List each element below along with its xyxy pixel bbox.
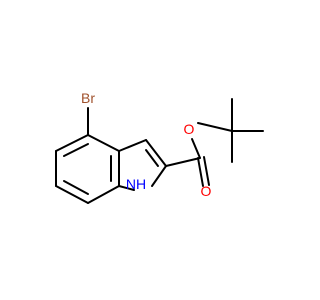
bond-c2-n1: [151, 165, 167, 187]
bond-c4-c5: [55, 134, 89, 152]
molecule-structure: Br NH O O: [55, 90, 264, 204]
bond-c6-c7: [55, 185, 89, 204]
bond-c3a-c3: [118, 139, 147, 152]
bond-set: [55, 98, 264, 204]
bond-c4-c5-inner: [63, 143, 89, 157]
atom-o-ether-label: O: [184, 121, 195, 137]
bond-carbonyl-double-b: [203, 156, 210, 186]
bond-oether-cq: [197, 122, 233, 132]
bond-c3-c2: [145, 139, 167, 167]
bond-c6-c7-inner: [63, 180, 89, 195]
bond-c4-c3a: [87, 134, 120, 152]
bond-carbonyl-double-a: [197, 157, 204, 187]
bond-c3-c2-inner: [145, 149, 159, 167]
atom-o-carbonyl-label: O: [201, 183, 212, 199]
atom-br-label: Br: [81, 90, 95, 106]
bond-ccarbonyl-oether: [191, 138, 201, 159]
bond-c7-c7a: [87, 185, 120, 204]
atom-nh-label: NH: [126, 176, 146, 192]
atom-labels: Br NH O O: [81, 90, 212, 199]
bond-c2-ccarbonyl: [165, 157, 201, 167]
bond-n1-c7a: [118, 185, 135, 191]
